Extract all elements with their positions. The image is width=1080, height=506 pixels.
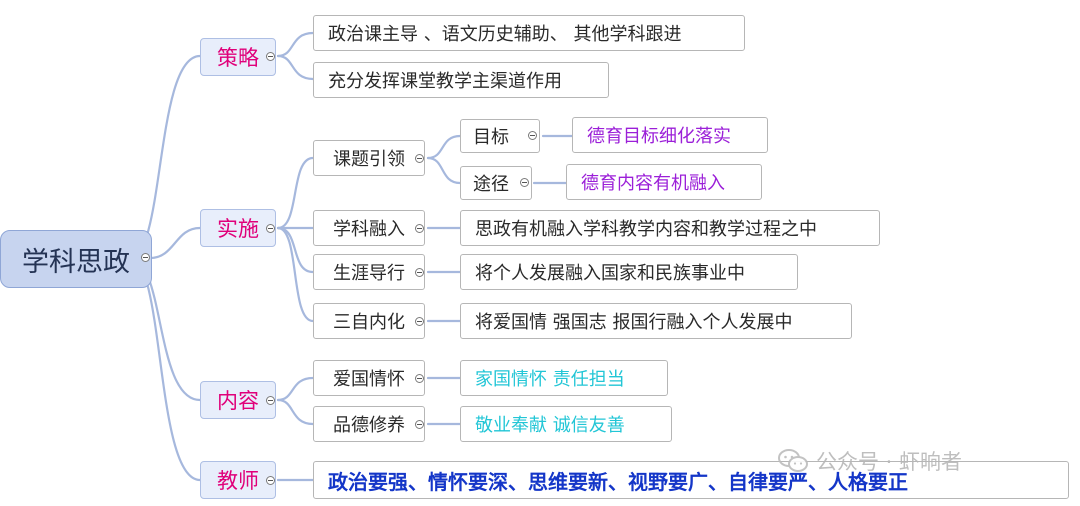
morality-collapse-icon[interactable] [415, 420, 424, 429]
goal-value[interactable]: 德育目标细化落实 [572, 117, 768, 153]
patriot-label: 爱国情怀 [333, 369, 405, 390]
topic-lead-collapse-icon[interactable] [415, 154, 424, 163]
strategy-item-2[interactable]: 充分发挥课堂教学主渠道作用 [313, 62, 609, 98]
career-label: 生涯导行 [333, 263, 405, 284]
goal-node[interactable]: 目标 [460, 119, 540, 153]
career-value[interactable]: 将个人发展融入国家和民族事业中 [460, 254, 798, 290]
subject-collapse-icon[interactable] [415, 224, 424, 233]
content-collapse-icon[interactable] [266, 396, 275, 405]
implement-collapse-icon[interactable] [266, 224, 275, 233]
topic-lead-label: 课题引领 [333, 149, 405, 170]
career-node[interactable]: 生涯导行 [313, 254, 425, 290]
edge-strategy-2 [276, 54, 315, 81]
watermark-text: 公众号 · 虾晌者 [816, 450, 963, 474]
strategy-item-1[interactable]: 政治课主导 、语文历史辅助、 其他学科跟进 [313, 15, 745, 51]
internal-node[interactable]: 三自内化 [313, 303, 425, 339]
branch-implement[interactable]: 实施 [200, 209, 276, 247]
subject-node[interactable]: 学科融入 [313, 210, 425, 246]
internal-value[interactable]: 将爱国情 强国志 报国行融入个人发展中 [460, 303, 852, 339]
root-label: 学科思政 [22, 246, 130, 278]
path-collapse-icon[interactable] [520, 178, 529, 187]
strategy-item-2-text: 充分发挥课堂教学主渠道作用 [328, 71, 562, 92]
internal-label: 三自内化 [333, 312, 405, 333]
goal-label: 目标 [473, 127, 509, 148]
root-collapse-icon[interactable] [141, 253, 150, 262]
path-value[interactable]: 德育内容有机融入 [566, 164, 762, 200]
morality-value[interactable]: 敬业奉献 诚信友善 [460, 406, 672, 442]
branch-content-label: 内容 [217, 389, 259, 413]
edge-content-morality [276, 398, 315, 426]
edge-topic-path [426, 156, 462, 185]
edge-implement-internal [276, 226, 315, 323]
career-collapse-icon[interactable] [415, 268, 424, 277]
patriot-collapse-icon[interactable] [415, 374, 424, 383]
patriot-value-text: 家国情怀 责任担当 [475, 369, 625, 390]
teacher-collapse-icon[interactable] [266, 476, 275, 485]
root-node[interactable]: 学科思政 [0, 230, 152, 288]
internal-value-text: 将爱国情 强国志 报国行融入个人发展中 [475, 312, 793, 333]
goal-value-text: 德育目标细化落实 [587, 126, 731, 147]
strategy-item-1-text: 政治课主导 、语文历史辅助、 其他学科跟进 [328, 24, 682, 45]
edge-root-strategy [128, 54, 202, 260]
goal-collapse-icon[interactable] [528, 131, 537, 140]
morality-value-text: 敬业奉献 诚信友善 [475, 415, 625, 436]
branch-implement-label: 实施 [217, 217, 259, 241]
path-label: 途径 [473, 174, 509, 195]
patriot-node[interactable]: 爱国情怀 [313, 360, 425, 396]
internal-collapse-icon[interactable] [415, 317, 424, 326]
subject-label: 学科融入 [333, 219, 405, 240]
subject-value-text: 思政有机融入学科教学内容和教学过程之中 [475, 219, 817, 240]
edge-topic-goal [426, 134, 462, 160]
edge-implement-topic [276, 156, 315, 230]
teacher-value-text: 政治要强、情怀要深、思维要新、视野要广、自律要严、人格要正 [328, 469, 908, 494]
path-value-text: 德育内容有机融入 [581, 173, 725, 194]
strategy-collapse-icon[interactable] [266, 52, 275, 61]
watermark: 公众号 · 虾晌者 [778, 446, 962, 476]
subject-value[interactable]: 思政有机融入学科教学内容和教学过程之中 [460, 210, 880, 246]
morality-label: 品德修养 [333, 415, 405, 436]
morality-node[interactable]: 品德修养 [313, 406, 425, 442]
patriot-value[interactable]: 家国情怀 责任担当 [460, 360, 668, 396]
teacher-value[interactable]: 政治要强、情怀要深、思维要新、视野要广、自律要严、人格要正 [313, 461, 1069, 499]
branch-teacher[interactable]: 教师 [200, 461, 276, 499]
edge-implement-career [276, 226, 315, 274]
edge-root-implement [148, 226, 202, 260]
career-value-text: 将个人发展融入国家和民族事业中 [475, 263, 745, 284]
branch-content[interactable]: 内容 [200, 381, 276, 419]
branch-strategy[interactable]: 策略 [200, 38, 276, 76]
topic-lead-node[interactable]: 课题引领 [313, 140, 425, 176]
branch-strategy-label: 策略 [217, 46, 259, 70]
wechat-icon [778, 449, 808, 472]
edge-content-patriot [276, 376, 315, 402]
edge-strategy-1 [276, 31, 315, 58]
edge-root-teacher [128, 256, 202, 482]
branch-teacher-label: 教师 [217, 469, 259, 493]
